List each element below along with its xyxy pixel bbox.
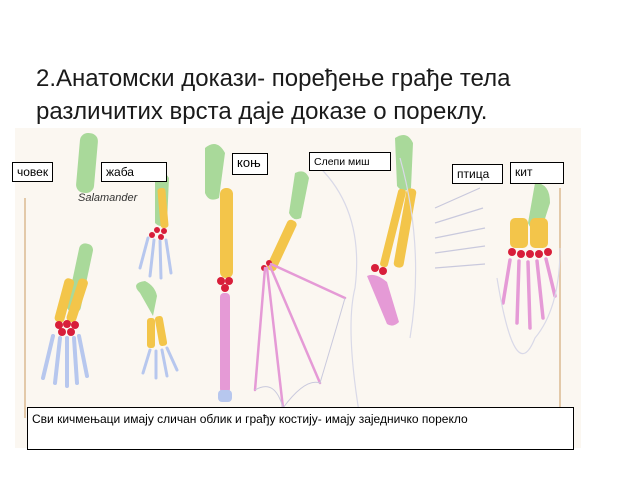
label-whale: кит (510, 162, 564, 184)
frog-limb (138, 173, 173, 280)
slide-title: 2.Анатомски докази- поређење грађе тела … (36, 65, 511, 125)
salamander-label: Salamander (78, 192, 138, 204)
label-bird: птица (452, 164, 503, 184)
label-bat: Слепи миш (309, 152, 391, 171)
horse-limb (205, 144, 233, 402)
human-limb (41, 132, 98, 388)
caption-box: Сви кичмењаци имају сличан облик и грађу… (27, 407, 574, 450)
whale-limb (496, 183, 561, 355)
bird-limb (367, 134, 486, 339)
label-horse: коњ (232, 153, 268, 175)
label-human: човек (12, 162, 54, 182)
salamander-limb (136, 281, 179, 380)
label-frog: жаба (101, 162, 167, 182)
bat-limb (253, 162, 361, 419)
